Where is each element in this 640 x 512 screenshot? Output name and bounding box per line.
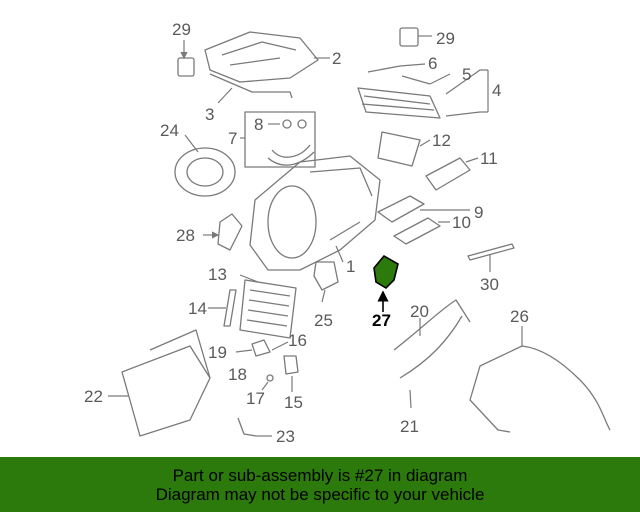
callout-30: 30	[480, 275, 499, 294]
callout-18: 18	[228, 365, 247, 384]
callout-17: 17	[246, 389, 265, 408]
callout-28: 28	[176, 226, 195, 245]
part-10-actuator	[393, 217, 450, 245]
callout-1: 1	[346, 257, 355, 276]
callout-7: 7	[228, 129, 237, 148]
callout-10: 10	[452, 213, 471, 232]
part-14-seal	[208, 289, 237, 327]
part-30-bracket	[467, 243, 515, 272]
part-1-main-housing	[249, 155, 381, 271]
part-26-wiring	[469, 326, 611, 433]
callout-8: 8	[254, 115, 263, 134]
part-13-evaporator	[239, 274, 297, 339]
callout-9: 9	[474, 203, 483, 222]
callout-25: 25	[314, 311, 333, 330]
part-20-hose	[393, 299, 471, 351]
callout-13: 13	[208, 265, 227, 284]
callout-26: 26	[510, 307, 529, 326]
part-2-upper-case	[204, 31, 330, 83]
callout-19: 19	[208, 343, 227, 362]
part-17-small	[261, 374, 274, 391]
part-11-filter	[425, 157, 479, 191]
callout-12: 12	[432, 131, 451, 150]
callout-21: 21	[400, 417, 419, 436]
callout-11: 11	[480, 149, 498, 168]
part-7-kit	[240, 111, 316, 168]
part-27-highlighted	[373, 254, 399, 312]
callout-6: 6	[428, 54, 437, 73]
part-21-hose	[399, 315, 463, 409]
callout-20: 20	[410, 302, 429, 321]
callout-14: 14	[188, 299, 207, 318]
part-9-actuator	[377, 195, 470, 223]
callout-22: 22	[84, 387, 103, 406]
part-22-duct	[108, 329, 211, 437]
callout-16: 16	[288, 331, 307, 350]
callout-23: 23	[276, 427, 295, 446]
part-3-tube	[209, 73, 293, 104]
part-12-seal	[377, 131, 431, 167]
callout-5: 5	[462, 65, 471, 84]
part-15-small	[283, 355, 299, 392]
callout-15: 15	[284, 393, 303, 412]
callout-4: 4	[492, 81, 501, 100]
part-28-sensor	[203, 213, 243, 251]
callout-29a: 29	[172, 20, 191, 39]
callout-27-highlighted: 27	[372, 311, 391, 330]
callout-24: 24	[160, 121, 179, 140]
part-25-motor	[313, 261, 339, 303]
part-29-clip-left	[177, 40, 195, 77]
callout-2: 2	[332, 49, 341, 68]
part-29-clip-right	[399, 27, 432, 47]
info-banner: Part or sub-assembly is #27 in diagram D…	[0, 457, 640, 512]
banner-line-2: Diagram may not be specific to your vehi…	[155, 484, 485, 504]
part-23-drain	[237, 417, 272, 437]
callout-29b: 29	[436, 29, 455, 48]
part-19-small	[235, 339, 289, 357]
parts-diagram: 29 2 29 6 5 4 3 8 7 24 12 11 9 10 28 1 1…	[84, 20, 611, 446]
part-4-heater-core	[357, 63, 489, 119]
callout-3: 3	[205, 105, 214, 124]
banner-line-1: Part or sub-assembly is #27 in diagram	[172, 465, 468, 485]
part-24-blower-motor	[174, 134, 236, 197]
